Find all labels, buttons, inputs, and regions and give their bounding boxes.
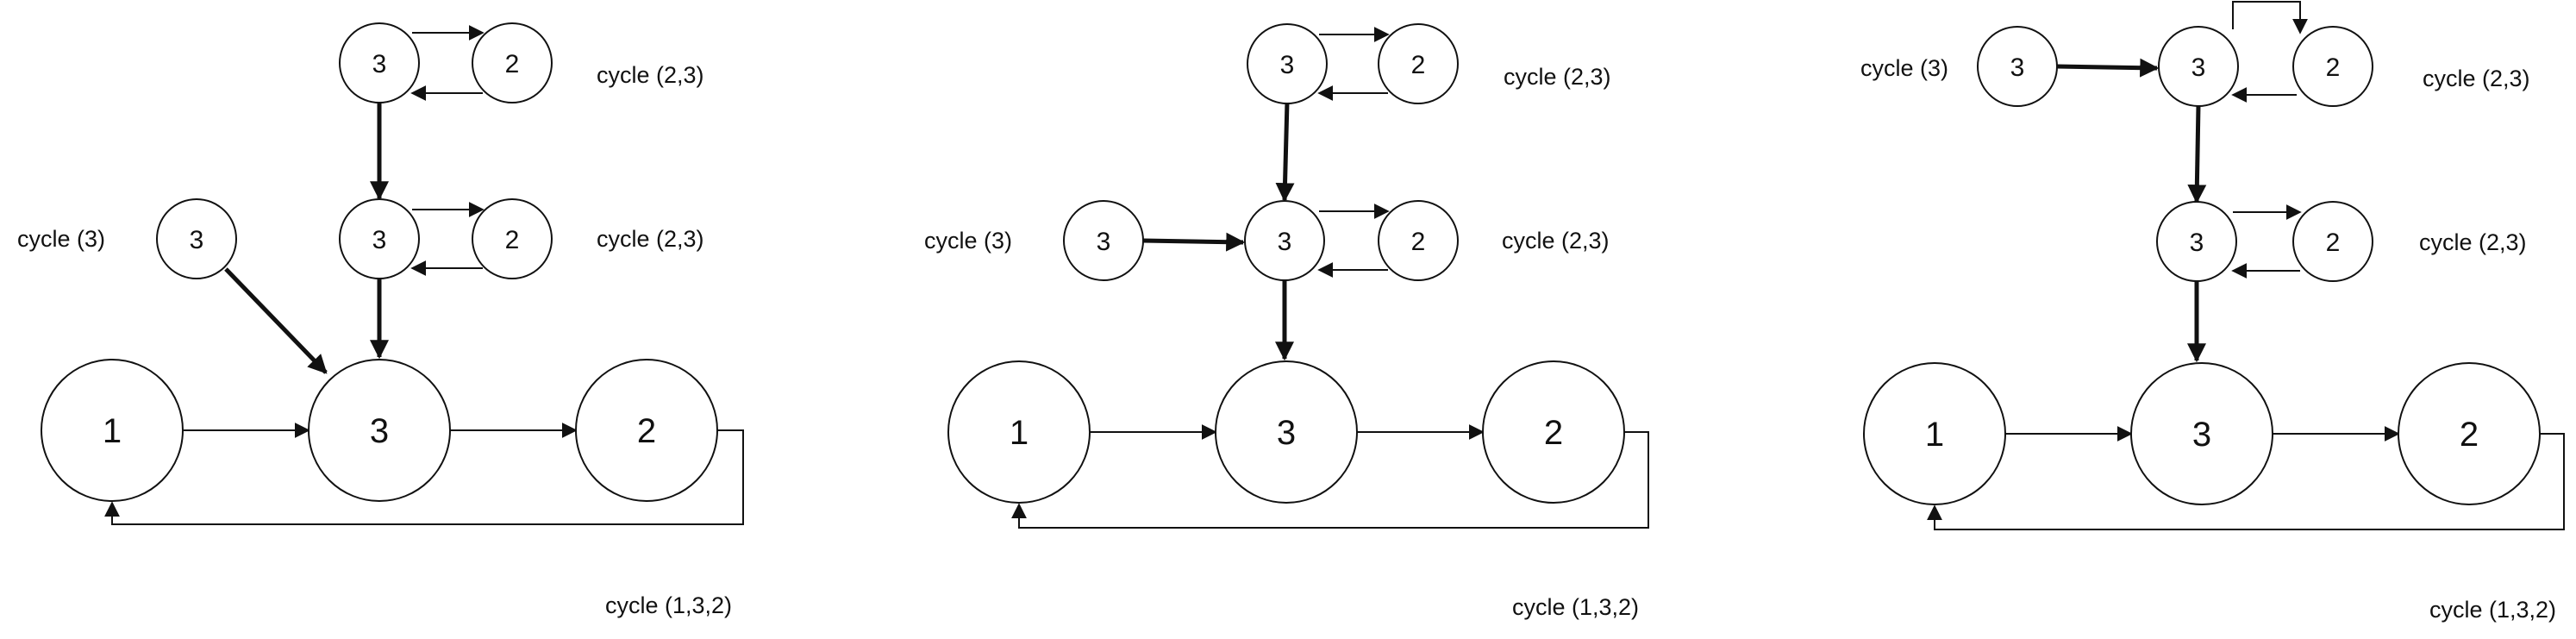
cycle-label-bottom: cycle (1,3,2) <box>2429 597 2556 623</box>
edge-2-back-to-1 <box>1927 433 2565 530</box>
cycle-label-bottom: cycle (1,3,2) <box>1512 594 1639 620</box>
edge-side3-to-top3 <box>2056 58 2160 78</box>
node-mid-3-label: 3 <box>1278 228 1292 256</box>
cycle-label-side: cycle (3) <box>924 228 1012 254</box>
cycle-label-side: cycle (3) <box>17 226 105 252</box>
node-side-3-label: 3 <box>190 226 204 254</box>
node-big-2-label: 2 <box>637 412 656 450</box>
node-big-2 <box>575 359 718 502</box>
node-mid-2 <box>1378 200 1459 281</box>
edge-side3-to-big3 <box>224 267 328 374</box>
node-big-1-label: 1 <box>103 412 122 450</box>
edge-side3-to-mid3 <box>1142 232 1246 252</box>
edge-2-back-to-1 <box>1011 431 1649 529</box>
node-big-2-label: 2 <box>1544 414 1563 452</box>
node-big-3-label: 3 <box>2192 416 2211 454</box>
node-big-1 <box>1863 362 2006 505</box>
cycle-label-mid: cycle (2,3) <box>597 226 704 252</box>
cycle-label-bottom: cycle (1,3,2) <box>605 592 732 618</box>
node-top-3 <box>339 22 420 103</box>
panel-2: 1 3 2 3 2 3 2 3 cycle (2,3) cycle (2,3) … <box>924 23 1649 620</box>
node-big-1 <box>947 360 1091 504</box>
node-top-3-label: 3 <box>372 50 387 78</box>
node-mid-2 <box>472 198 553 279</box>
node-mid-2-label: 2 <box>2326 229 2341 257</box>
node-top-2-label: 2 <box>1411 51 1426 79</box>
node-top-2-label: 2 <box>2326 53 2341 82</box>
node-side-3 <box>156 198 237 279</box>
node-mid-3 <box>1244 200 1325 281</box>
cycle-label-mid: cycle (2,3) <box>2419 229 2527 255</box>
cycle-label-top: cycle (2,3) <box>2423 66 2530 91</box>
node-side-3-label: 3 <box>2010 53 2025 82</box>
cycle-label-side: cycle (3) <box>1860 55 1948 81</box>
node-top-3 <box>2158 26 2239 107</box>
node-side-3-label: 3 <box>1097 228 1111 256</box>
cycle-label-top: cycle (2,3) <box>1504 64 1611 90</box>
edge-top3-over-top2-loop <box>2232 1 2308 34</box>
node-big-2 <box>1482 360 1625 504</box>
node-big-1 <box>41 359 184 502</box>
node-mid-2-label: 2 <box>1411 228 1426 256</box>
node-mid-3 <box>2156 201 2237 282</box>
node-side-3 <box>1977 26 2058 107</box>
cycle-label-mid: cycle (2,3) <box>1502 228 1610 254</box>
node-mid-2-label: 2 <box>505 226 520 254</box>
node-top-2 <box>2292 26 2373 107</box>
edge-top3-to-mid3 <box>2187 104 2207 204</box>
edge-top3-to-mid3 <box>1275 101 1295 203</box>
node-top-3 <box>1247 23 1328 104</box>
node-top-2 <box>472 22 553 103</box>
node-big-3 <box>308 359 451 502</box>
panel-3: 1 3 2 3 2 3 2 3 cycle (2,3) cycle (2,3) … <box>1860 1 2565 623</box>
cycle-label-top: cycle (2,3) <box>597 62 704 88</box>
node-mid-3-label: 3 <box>2190 229 2204 257</box>
node-big-2 <box>2398 362 2541 505</box>
panel-1: 1 3 2 3 2 3 2 3 cycle (2,3) cycle (2,3) … <box>17 22 744 618</box>
node-big-2-label: 2 <box>2460 416 2479 454</box>
node-top-2-label: 2 <box>505 50 520 78</box>
node-big-3 <box>2130 362 2273 505</box>
node-big-1-label: 1 <box>1925 416 1944 454</box>
node-big-3-label: 3 <box>1277 414 1296 452</box>
node-big-1-label: 1 <box>1010 414 1029 452</box>
node-side-3 <box>1063 200 1144 281</box>
node-top-3-label: 3 <box>1280 51 1295 79</box>
node-top-3-label: 3 <box>2191 53 2206 82</box>
edge-2-back-to-1 <box>104 429 744 525</box>
node-mid-3 <box>339 198 420 279</box>
node-mid-2 <box>2292 201 2373 282</box>
node-top-2 <box>1378 23 1459 104</box>
node-mid-3-label: 3 <box>372 226 387 254</box>
node-big-3-label: 3 <box>370 412 389 450</box>
node-big-3 <box>1215 360 1358 504</box>
